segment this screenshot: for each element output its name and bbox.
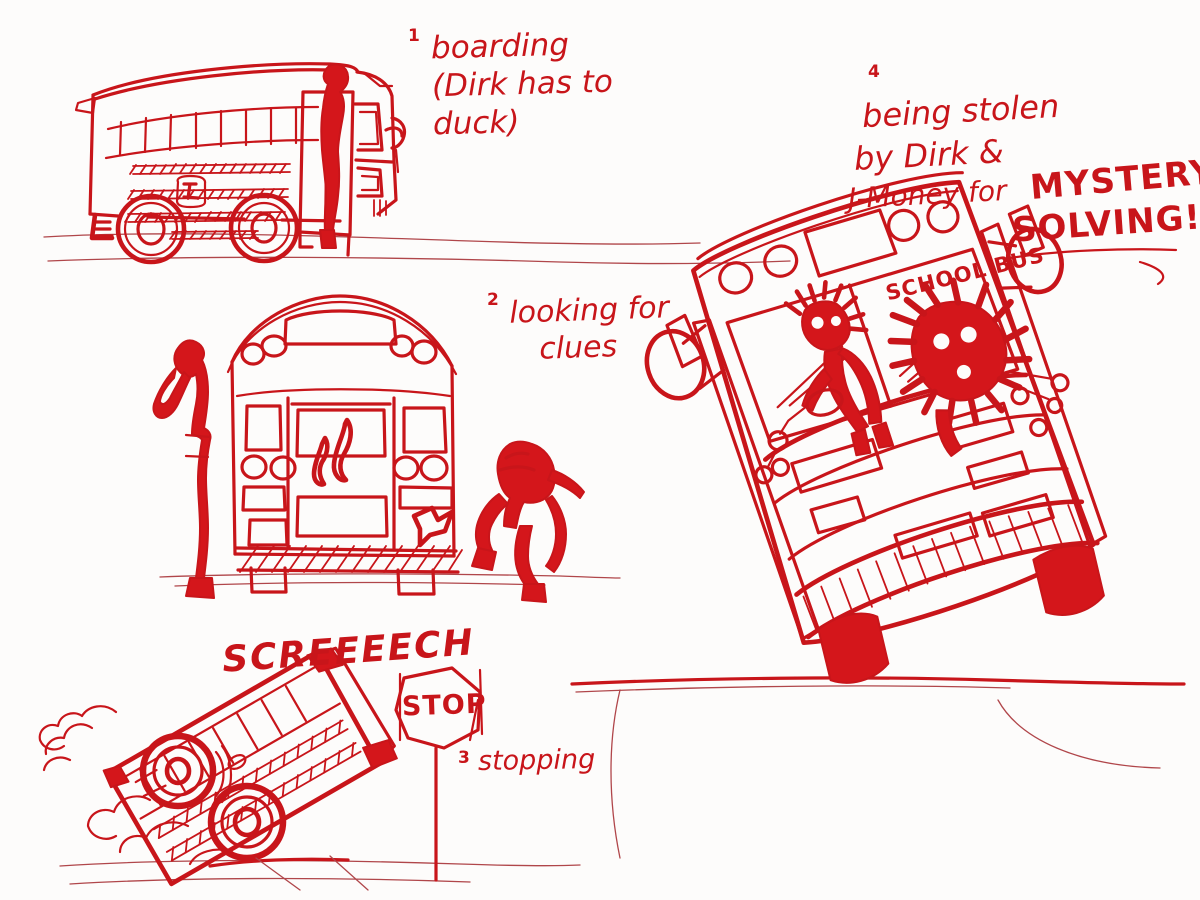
panel-4-number: 4 [868,62,880,82]
panel2-standing-figure [152,339,215,599]
panel4-driver-figure [754,280,895,485]
panel-2-caption: looking for clues [508,290,670,367]
panel4-jmoney-figure [887,277,1070,457]
panel-1-bus-side-view [43,62,791,265]
panel-3-bus-skidding [38,646,581,891]
panel-4-caption-line-2: by Dirk & [853,132,1005,178]
bus3-front-wheel [207,782,287,862]
panel-3-caption: stopping [477,743,596,778]
stop-sign [394,666,484,882]
bus1-rear-wheel [115,193,187,265]
panel-3-number: 3 [458,748,470,768]
bus3-rear-wheel [139,732,232,810]
panel-1-number: 1 [408,26,420,46]
stop-sign-text: STOP [401,688,488,723]
panel2-crouching-figure [471,440,585,603]
panel-4-bus-front-view [570,171,1186,859]
panel-2-bus-rear-view [152,294,621,603]
panel-2-number: 2 [487,290,499,310]
bus1-front-wheel [228,192,300,264]
smoke-puffs [38,705,234,866]
panel-1-caption: boarding (Dirk has to duck) [430,26,614,142]
